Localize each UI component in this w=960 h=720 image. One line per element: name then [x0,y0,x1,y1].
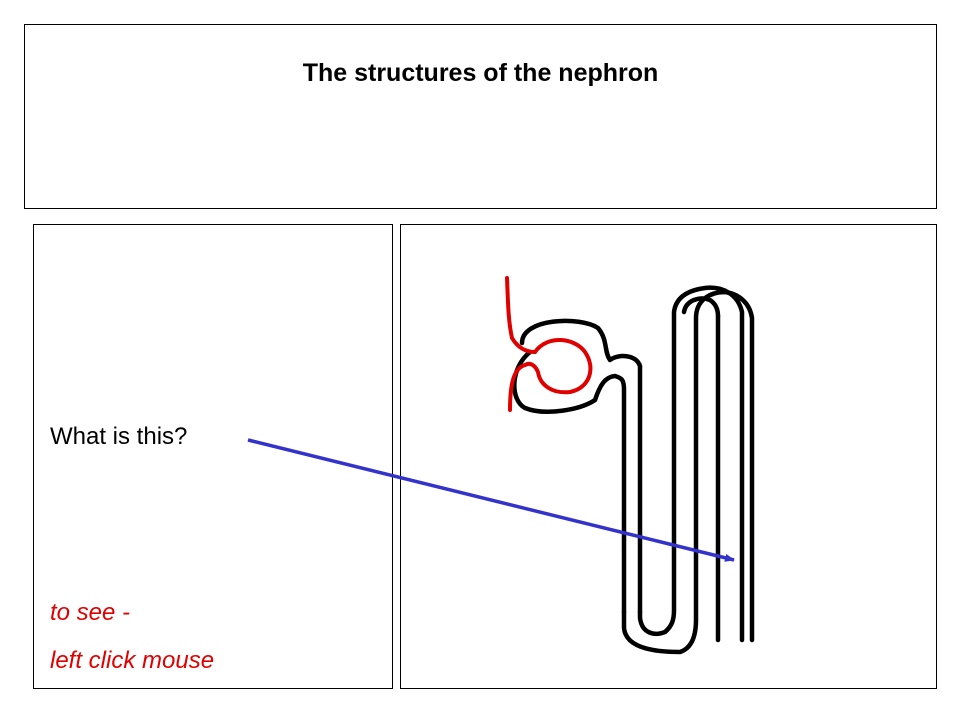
slide-title: The structures of the nephron [302,59,659,87]
title-panel: The structures of the nephron [24,24,937,209]
question-panel: What is this? to see - left click mouse [33,224,393,689]
diagram-panel [400,224,937,689]
hint-text-line-2: left click mouse [50,647,215,674]
question-text: What is this? [50,423,188,450]
hint-text-line-1: to see - [50,599,131,626]
